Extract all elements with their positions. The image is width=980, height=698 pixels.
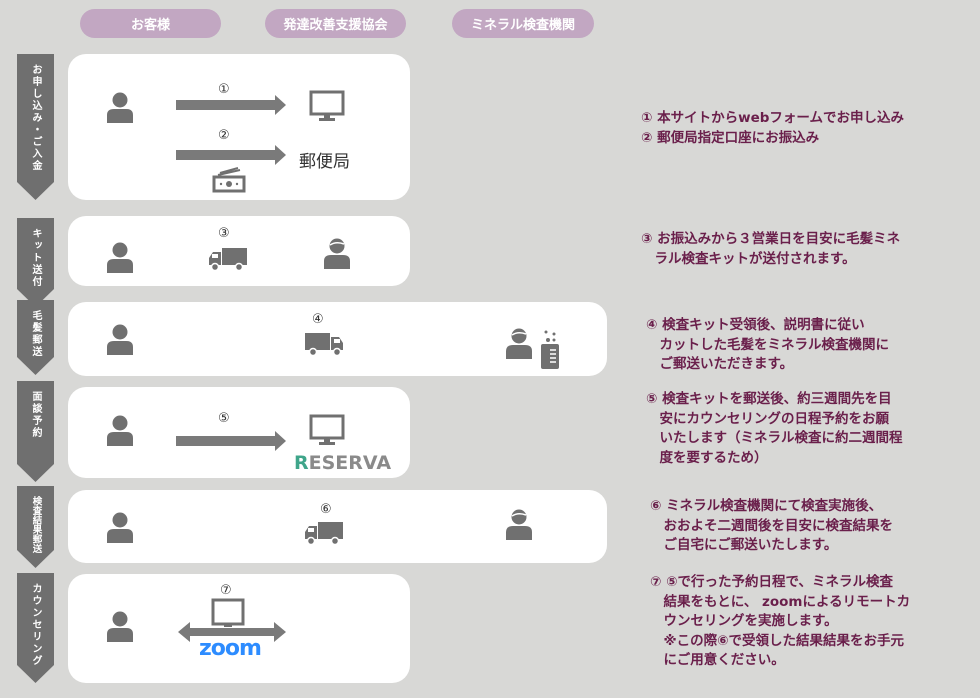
step-label-kit: キット送付 [17, 218, 54, 307]
step-number: ① [218, 82, 230, 97]
double-arrow-monitor-icon [178, 598, 286, 642]
description-booking: ⑤ 検査キットを郵送後、約三週間先を目 安にカウンセリングの日程予約をお願 いた… [646, 391, 903, 466]
description-hair: ④ 検査キット受領後、説明書に従い カットした毛髪をミネラル検査機関に ご郵送い… [646, 317, 889, 373]
money-icon [212, 167, 246, 193]
description-results: ⑥ ミネラル検査機関にて検査実施後、 おおよそ二週間後を目安に検査結果を ご自宅… [650, 498, 893, 554]
header-association: 発達改善支援協会 [265, 9, 406, 38]
header-customer: お客様 [80, 9, 221, 38]
arrow-right-icon [176, 145, 286, 165]
step-label-results: 検査結果郵送 [17, 486, 54, 568]
step-number: ⑦ [220, 583, 232, 598]
customer-icon [105, 414, 135, 446]
description-counseling: ⑦ ⑤で行った予約日程で、ミネラル検査 結果をもとに、 zoomによるリモートカ… [650, 574, 911, 669]
description-kit: ③ お振込みから３営業日を目安に毛髪ミネ ラル検査キットが送付されます。 [641, 231, 901, 267]
step-number: ⑥ [320, 502, 332, 517]
customer-icon [105, 323, 135, 355]
zoom-logo: zoom [199, 636, 262, 661]
step-number: ④ [312, 312, 324, 327]
step-number: ③ [218, 226, 230, 241]
header-lab: ミネラル検査機関 [452, 9, 594, 38]
truck-icon [208, 246, 248, 272]
truck-icon [304, 520, 344, 546]
step-label-counseling: カウンセリング [17, 573, 54, 683]
step-label-apply: お申し込み・ご入金 [17, 54, 54, 200]
monitor-icon [309, 90, 345, 122]
step-number: ② [218, 128, 230, 143]
step-label-booking: 面談予約 [17, 381, 54, 482]
step-number: ⑤ [218, 411, 230, 426]
lab-staff-icon [504, 508, 534, 540]
truck-icon [304, 331, 344, 357]
customer-icon [105, 241, 135, 273]
customer-icon [105, 610, 135, 642]
reserva-logo: RESERVA [294, 452, 392, 474]
monitor-icon [309, 414, 345, 446]
customer-icon [105, 91, 135, 123]
post-office-label: 郵便局 [299, 152, 350, 172]
description-apply: ① 本サイトからwebフォームでお申し込み ② 郵便局指定口座にお振込み [641, 110, 905, 146]
arrow-right-icon [176, 95, 286, 115]
arrow-right-icon [176, 431, 286, 451]
beaker-icon [541, 330, 559, 369]
step-label-hair: 毛髪郵送 [17, 300, 54, 375]
lab-staff-icon [504, 327, 534, 359]
customer-icon [105, 511, 135, 543]
staff-icon [322, 237, 352, 269]
